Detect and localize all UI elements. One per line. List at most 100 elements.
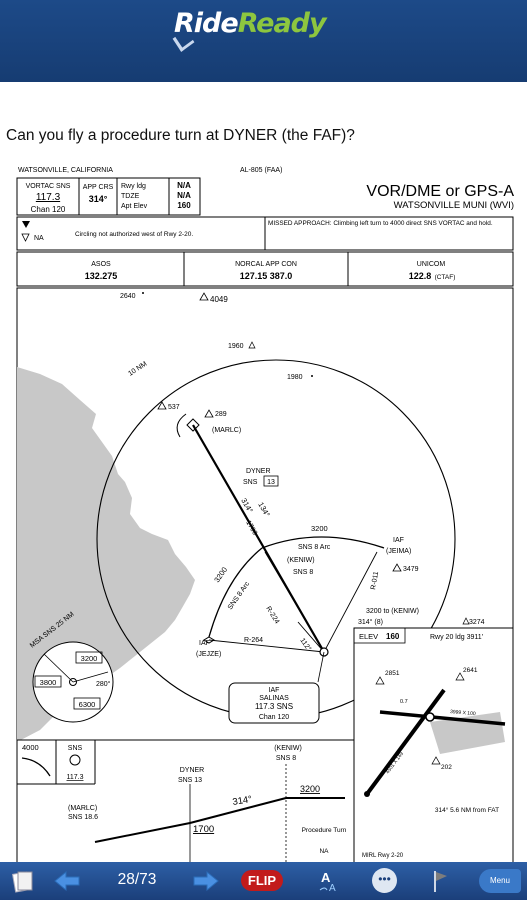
svg-text:NA: NA [319, 848, 329, 855]
chart-location: WATSONVILLE, CALIFORNIA [18, 167, 113, 174]
svg-text:IAF: IAF [269, 687, 280, 694]
app-crs-label: APP CRS [83, 184, 114, 191]
svg-text:3200: 3200 [300, 784, 320, 794]
svg-text:6300: 6300 [79, 700, 96, 709]
alt-3200-to-keniw: 3200 to (KENIW) [366, 608, 419, 615]
svg-text:R-011: R-011 [370, 571, 380, 591]
svg-text:280°: 280° [96, 680, 111, 688]
vortac-freq: 117.3 [36, 192, 61, 203]
svg-text:2851: 2851 [385, 670, 400, 677]
runway-2-20 [365, 688, 446, 796]
vortac-label: VORTAC SNS [26, 183, 71, 190]
svg-text:1700: 1700 [193, 824, 214, 835]
page-indicator: 28/73 [117, 871, 157, 888]
norcal-freq: 127.15 387.0 [240, 271, 293, 281]
alt-3200-b: 3200 [212, 565, 229, 584]
menu-button[interactable]: Menu [479, 869, 521, 893]
svg-text:SNS: SNS [68, 745, 83, 752]
elev-2640: 2640 [120, 293, 136, 300]
warning-triangle-icon [22, 221, 30, 228]
comms-row: ASOS 132.275 NORCAL APP CON 127.15 387.0… [16, 251, 514, 287]
rwy-ldg-value: N/A [177, 181, 191, 190]
elev-1960: 1960 [228, 343, 244, 350]
svg-text:(MARLC): (MARLC) [68, 805, 97, 812]
dme-arc-label: 10 NM [127, 360, 148, 377]
svg-text:(KENIW): (KENIW) [274, 745, 302, 752]
svg-text:SALINAS: SALINAS [259, 695, 289, 702]
unicom-ctaf: (CTAF) [435, 274, 456, 281]
norcal-label: NORCAL APP CON [235, 261, 297, 268]
keniw-sns-label: SNS 8 [293, 569, 313, 576]
elev-1980: 1980 [287, 374, 303, 381]
apt-elev-label: Apt Elev [121, 203, 148, 210]
alt-3200-a: 3200 [311, 524, 328, 533]
library-icon [11, 871, 33, 893]
question-text: Can you fly a procedure turn at DYNER (t… [6, 127, 355, 144]
unicom-freq: 122.8 [409, 271, 432, 281]
svg-text:2641: 2641 [463, 667, 478, 674]
profile-view: 4000 SNS 117.3 DYNER SNS 13 (KENIW) SNS … [16, 739, 355, 864]
dyner-fix-label: DYNER [246, 468, 271, 475]
elev-289: 289 [215, 411, 227, 418]
sns-8-arc-east [261, 536, 385, 549]
vortac-chan: Chan 120 [31, 205, 66, 214]
svg-text:SNS 13: SNS 13 [178, 777, 202, 784]
svg-text:DYNER: DYNER [180, 767, 205, 774]
sns-8-arc-label: SNS 8 Arc [298, 544, 331, 551]
iaf-jejze-label: IAF [199, 640, 210, 647]
svg-text:MIRL Rwy 2-20: MIRL Rwy 2-20 [362, 853, 404, 859]
elev-3479: 3479 [403, 566, 419, 573]
flip-button[interactable]: FLIP [241, 870, 283, 891]
flag-icon [434, 871, 447, 892]
dyner-dme-value: 13 [267, 479, 275, 486]
chart-procedure-id: AL-805 (FAA) [240, 167, 282, 174]
svg-text:R-224: R-224 [264, 605, 280, 625]
chat-bubble-icon: ••• [378, 872, 391, 886]
svg-text:160: 160 [386, 632, 400, 641]
jeima-fix-label: (JEIMA) [386, 548, 411, 555]
info-boxes: VORTAC SNS 117.3 Chan 120 APP CRS 314° R… [16, 177, 201, 216]
library-button[interactable] [8, 866, 38, 896]
dyner-sns-label: SNS [243, 479, 258, 486]
svg-text:117.3: 117.3 [67, 774, 84, 781]
svg-text:3200: 3200 [81, 654, 98, 663]
app-header: RideReady [0, 0, 527, 82]
elev-4049: 4049 [210, 295, 228, 304]
airport-diagram: 3274 ELEV 160 Rwy 20 ldg 3911' 2851 2641… [353, 617, 514, 864]
next-page-button[interactable] [191, 866, 221, 896]
keniw-fix-label: (KENIW) [287, 557, 315, 564]
flag-button[interactable] [428, 866, 452, 896]
arrow-left-icon [54, 870, 80, 892]
svg-text:1700: 1700 [244, 520, 258, 537]
asos-freq: 132.275 [85, 271, 118, 281]
svg-text:0.7: 0.7 [400, 699, 408, 705]
previous-page-button[interactable] [52, 866, 82, 896]
elev-537: 537 [168, 404, 180, 411]
chat-button[interactable]: ••• [372, 868, 397, 893]
svg-text:4000: 4000 [22, 743, 39, 752]
runway-8-26 [379, 710, 506, 726]
elev-3274: 3274 [469, 619, 485, 626]
missed-approach-note: MISSED APPROACH: Climbing left turn to 4… [268, 220, 493, 227]
sns-8-arc-west [208, 547, 263, 638]
obstacle-icon [199, 292, 209, 301]
rideready-logo: RideReady [174, 8, 327, 39]
svg-text:3800: 3800 [40, 678, 57, 687]
svg-text:314° (8): 314° (8) [358, 618, 383, 626]
text-size-icon: AA [319, 870, 336, 894]
alternate-icon [21, 233, 30, 242]
circling-note: Circling not authorized west of Rwy 2-20… [75, 231, 193, 238]
chart-title: VOR/DME or GPS-A [366, 183, 514, 200]
svg-text:314°: 314° [232, 794, 253, 808]
app-crs-value: 314° [89, 194, 108, 204]
svg-text:117.3 SNS: 117.3 SNS [255, 702, 293, 711]
svg-text:R-264: R-264 [244, 637, 263, 644]
menu-label: Menu [489, 876, 510, 885]
apt-elev-value: 160 [177, 201, 191, 210]
svg-text:Rwy 20 ldg 3911': Rwy 20 ldg 3911' [430, 634, 483, 641]
svg-text:Chan 120: Chan 120 [259, 714, 289, 721]
svg-text:ELEV: ELEV [359, 632, 378, 641]
svg-text:SNS 8: SNS 8 [276, 755, 296, 762]
